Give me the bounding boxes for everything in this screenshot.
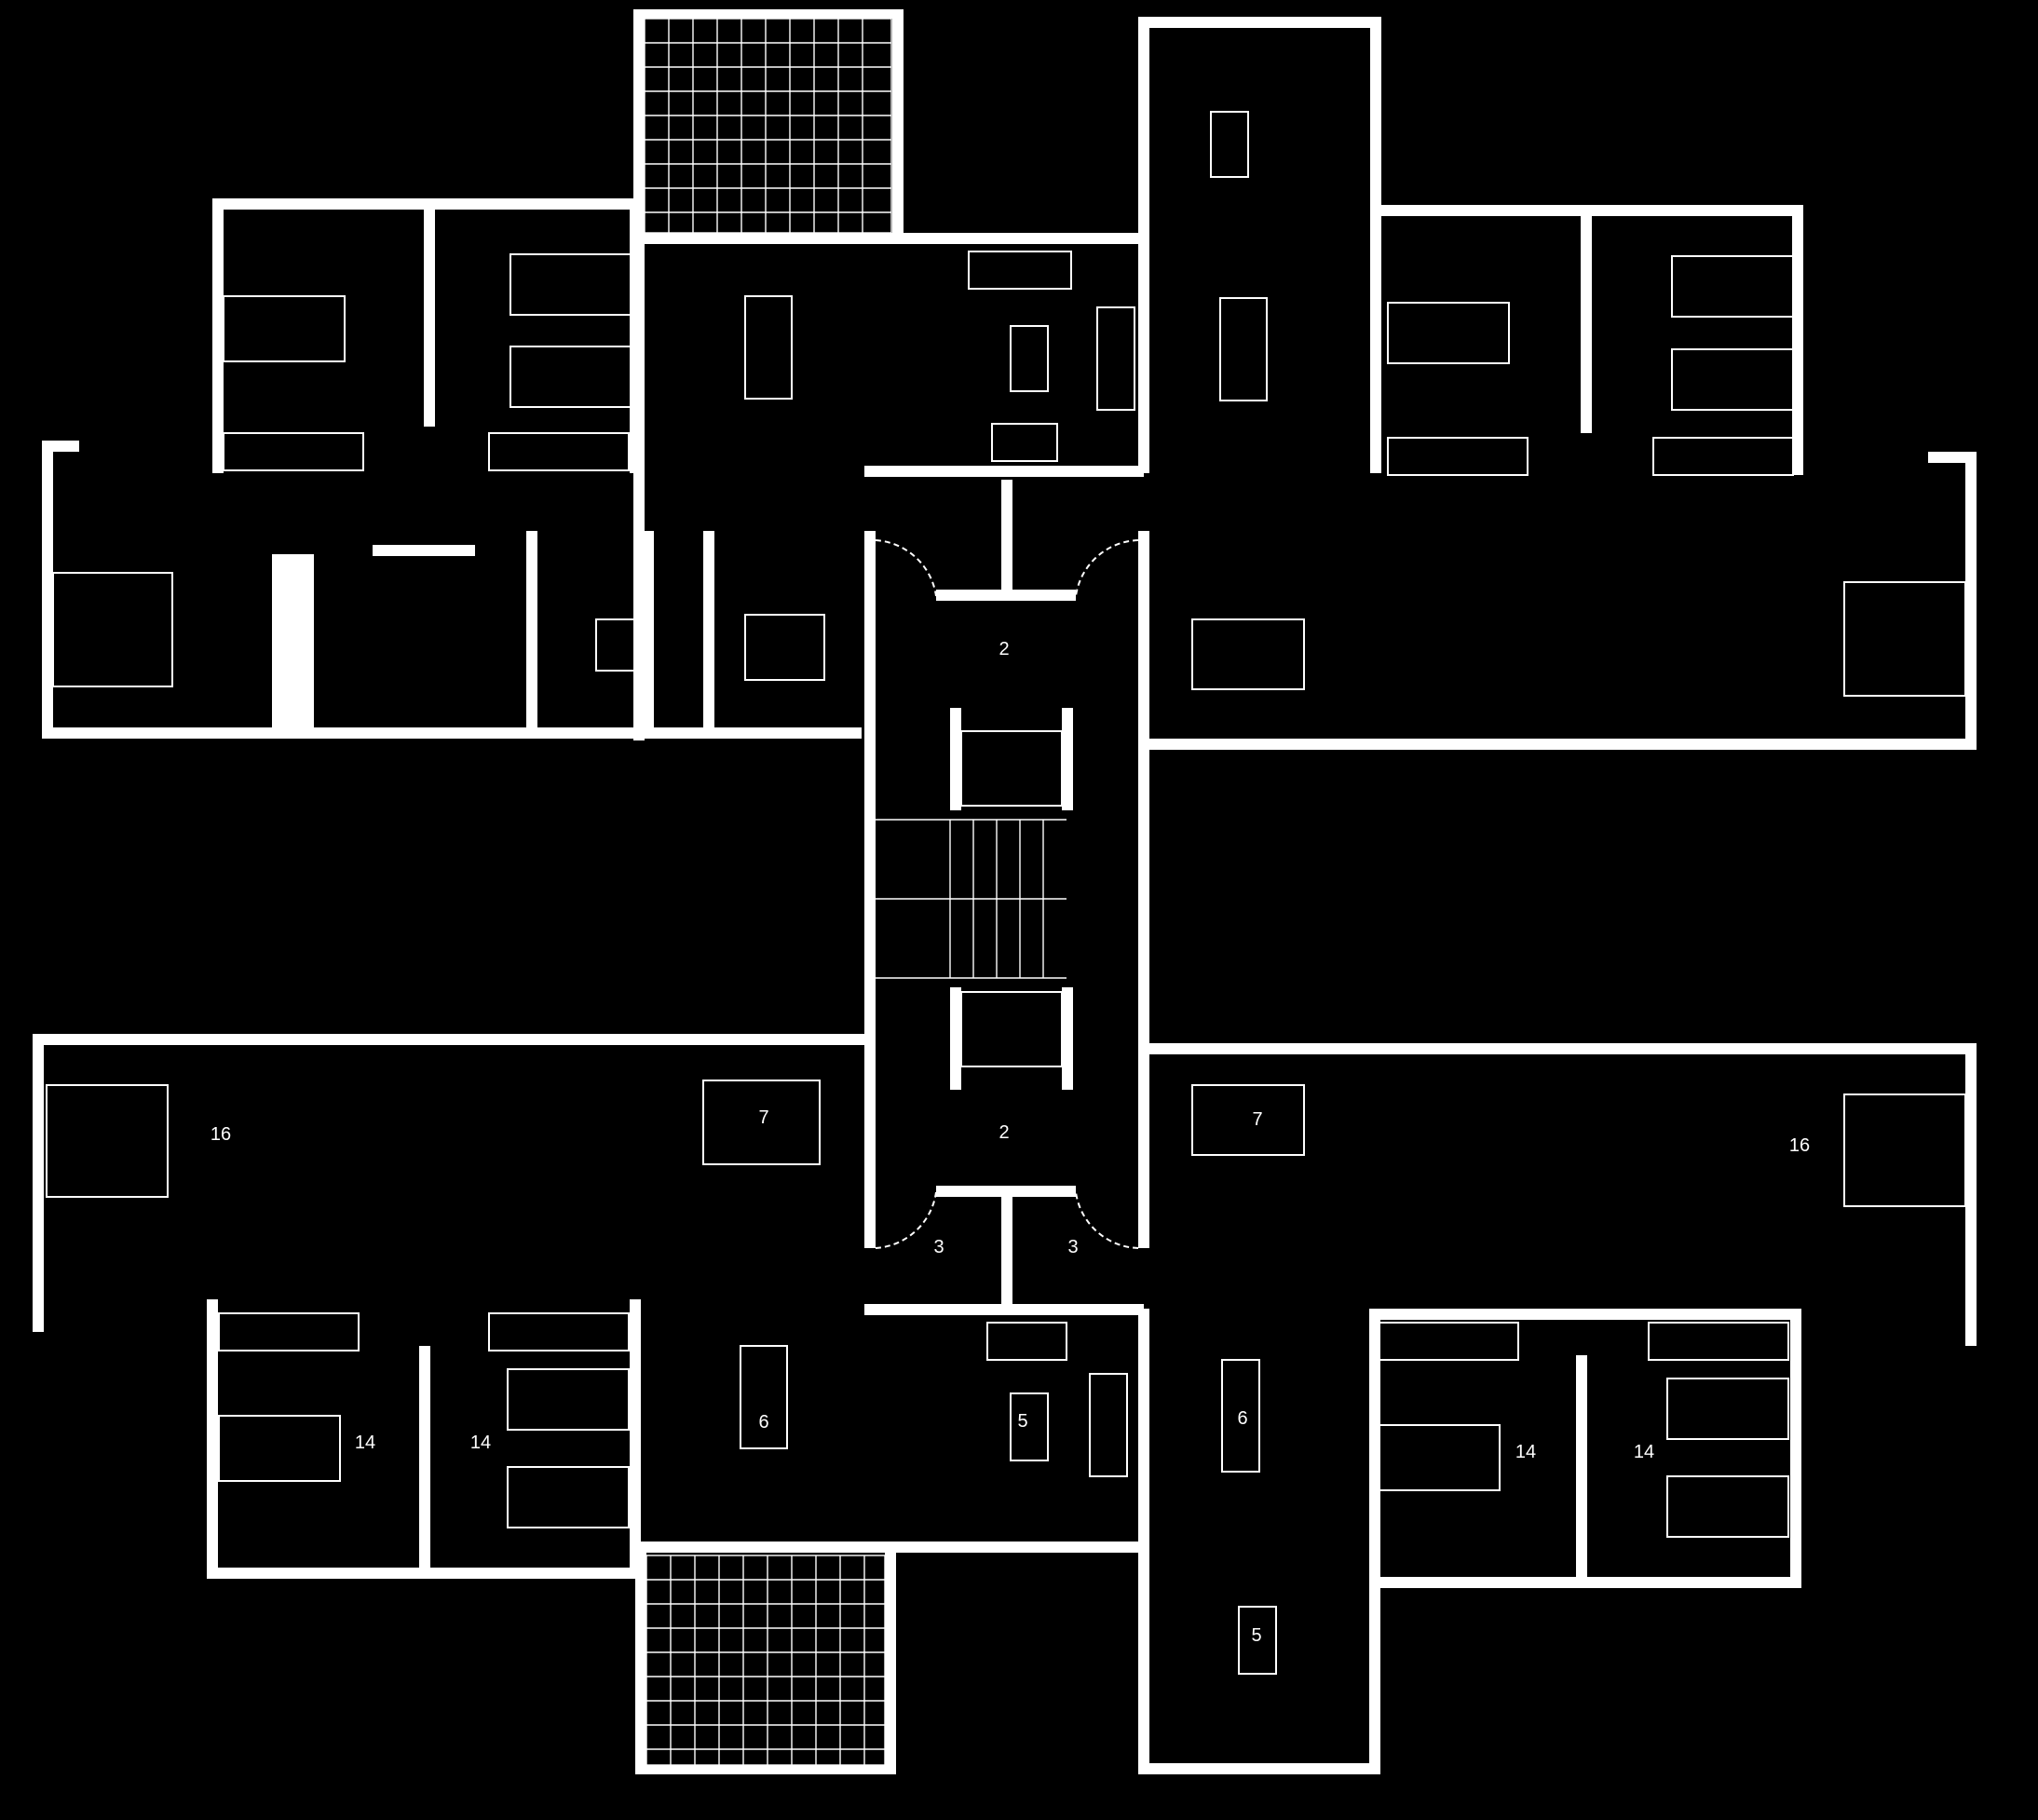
apartment-bottom-right [1138, 1043, 1977, 1774]
apartment-bottom-left [33, 1034, 1144, 1774]
room-label-kitchen-right: 7 [1252, 1109, 1262, 1130]
room-label-living-right: 5 [1251, 1625, 1261, 1646]
room-label-master-left: 16 [211, 1124, 231, 1145]
room-label-master-right: 16 [1789, 1135, 1810, 1156]
room-label-entry-left: 3 [933, 1237, 944, 1257]
room-label-bed-right-1: 14 [1515, 1442, 1536, 1462]
room-label-bed-right-2: 14 [1634, 1442, 1654, 1462]
room-label-entry-right: 3 [1067, 1237, 1078, 1257]
room-label-bed-left-2: 14 [470, 1433, 491, 1453]
room-label-hall-top: 2 [999, 639, 1009, 659]
room-label-kitchen-left: 7 [758, 1107, 768, 1128]
apartment-top-left [42, 9, 1149, 740]
stair-core [864, 480, 1149, 1307]
apartment-top-right [1144, 17, 1977, 750]
room-labels: 2 2 3 3 7 7 16 16 14 14 14 14 6 6 5 5 [211, 639, 1810, 1646]
room-label-hall-bottom: 2 [999, 1122, 1009, 1143]
room-label-bed-left-1: 14 [355, 1433, 375, 1453]
room-label-dining-right: 6 [1237, 1408, 1247, 1429]
room-label-dining-left: 6 [758, 1412, 768, 1433]
room-label-living-left: 5 [1017, 1411, 1027, 1432]
